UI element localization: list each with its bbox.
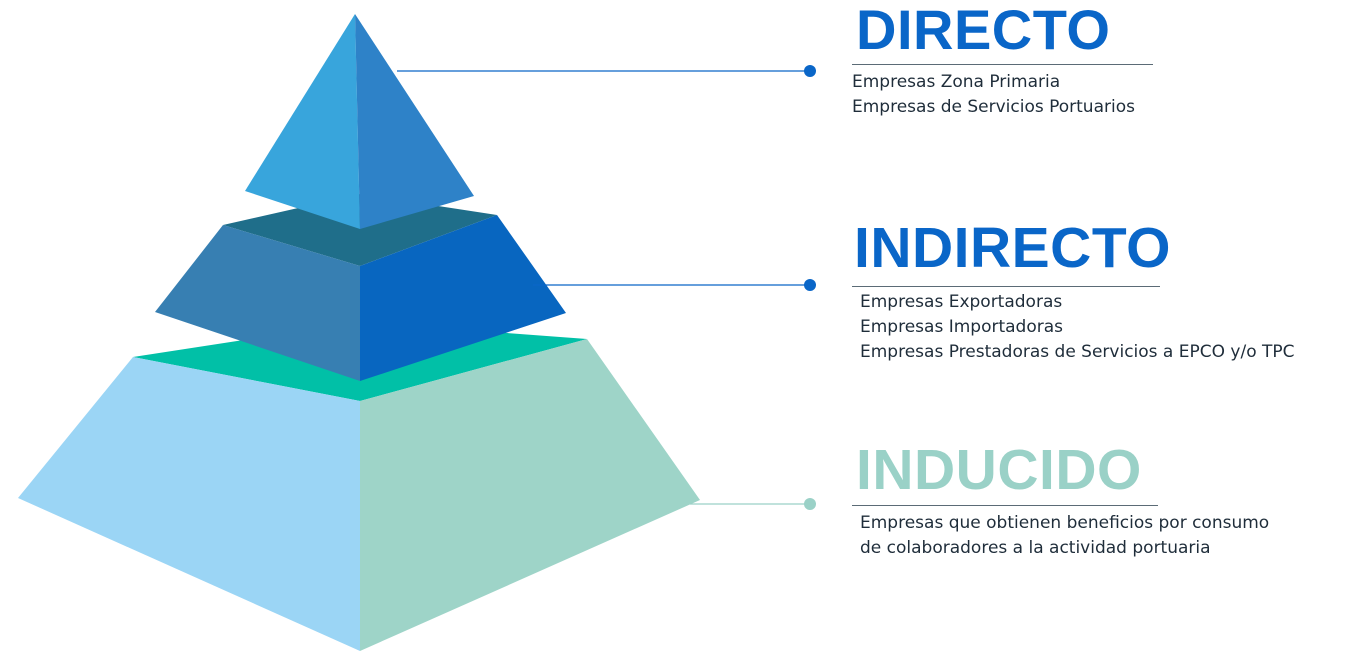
list-item: Empresas Exportadoras (860, 292, 1063, 312)
list-item: Empresas de Servicios Portuarios (852, 97, 1135, 117)
base-right-face (360, 339, 700, 651)
connector-dot-directo (804, 65, 816, 77)
list-item: Empresas Zona Primaria (852, 72, 1061, 92)
middle-right-face (360, 215, 566, 381)
tier-list-directo: Empresas Zona Primaria Empresas de Servi… (852, 70, 1135, 120)
tier-list-indirecto: Empresas Exportadoras Empresas Importado… (860, 290, 1295, 365)
connector-dot-indirecto (804, 279, 816, 291)
top-left-face (245, 14, 360, 229)
tier-title-indirecto: INDIRECTO (854, 216, 1171, 280)
list-item: Empresas Prestadoras de Servicios a EPCO… (860, 342, 1295, 362)
middle-left-face (155, 225, 360, 381)
base-left-face (18, 357, 360, 651)
tier-divider-indirecto (852, 286, 1160, 287)
connector-dot-inducido (804, 498, 816, 510)
tier-description-inducido: Empresas que obtienen beneficios por con… (860, 513, 1270, 558)
tier-title-directo: DIRECTO (856, 0, 1111, 61)
top-right-face (355, 14, 474, 229)
tier-title-inducido: INDUCIDO (856, 438, 1142, 502)
tier-divider-directo (852, 64, 1153, 65)
list-item: Empresas Importadoras (860, 317, 1063, 337)
middle-top-face (223, 194, 497, 266)
tier-divider-inducido (852, 505, 1158, 506)
